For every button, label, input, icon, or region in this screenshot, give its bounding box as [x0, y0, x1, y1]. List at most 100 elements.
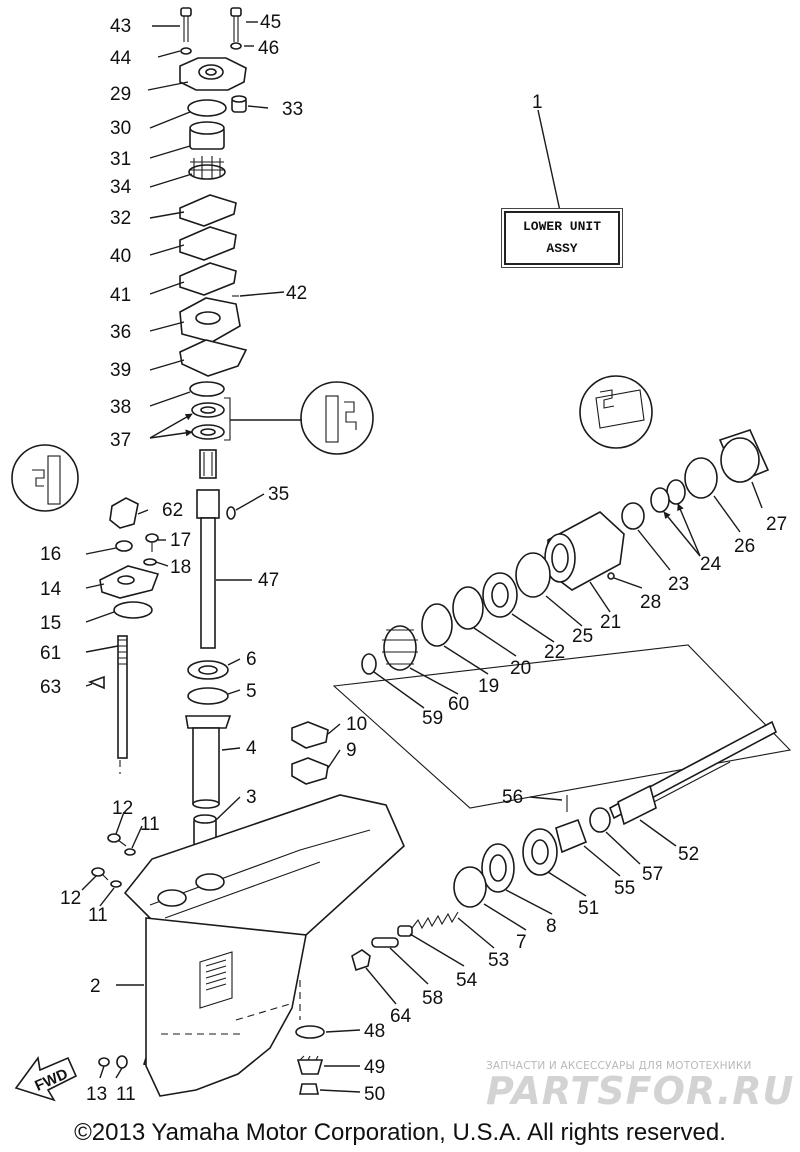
part-label-43: 43 [110, 16, 131, 37]
part-label-33: 33 [282, 99, 303, 120]
assy-box-line1: LOWER UNIT [522, 219, 601, 234]
shim-59-part [361, 653, 377, 675]
gasket-39-part [179, 339, 248, 377]
part-label-8: 8 [546, 916, 557, 937]
part-label-13: 13 [86, 1084, 107, 1105]
part-label-17: 17 [170, 530, 191, 551]
part-label-36: 36 [110, 322, 131, 343]
part-label-27: 27 [766, 514, 787, 535]
part-label-55: 55 [614, 878, 635, 899]
detail-circle-seal-orientation [11, 444, 79, 512]
pump-case-36-part [179, 297, 241, 343]
part-label-9: 9 [346, 740, 357, 761]
fwd-arrow-icon: FWD [14, 1055, 78, 1102]
part-label-22: 22 [544, 642, 565, 663]
part-label-16: 16 [40, 544, 61, 565]
propeller-shaft-group [332, 429, 792, 972]
bearing-8-part [481, 843, 515, 893]
part-label-64: 64 [390, 1006, 412, 1027]
part-label-20: 20 [510, 658, 531, 679]
part-label-48: 48 [364, 1021, 385, 1042]
bearing-22-part [482, 572, 518, 618]
clip-35-part [226, 506, 236, 520]
part-label-51: 51 [578, 898, 599, 919]
rod-holder-14-part [99, 565, 160, 599]
part-label-6: 6 [246, 649, 257, 670]
detail-circle-oil-seal-orientation [300, 381, 374, 455]
plate-30-part [187, 99, 227, 117]
drive-shaft-47-part [196, 449, 220, 649]
part-label-45: 45 [260, 12, 281, 33]
part-label-63: 63 [40, 677, 61, 698]
bolt-45-part [230, 7, 242, 42]
part-label-7: 7 [516, 932, 527, 953]
insert-cartridge-31-part [189, 121, 225, 150]
anodes-9-10-part [291, 721, 329, 785]
boot-62-part [109, 497, 139, 529]
circlip-26-part [684, 457, 718, 499]
part-number-labels: 43 45 44 46 29 33 30 31 34 32 40 41 42 3… [40, 12, 787, 1105]
shaft-assembly-frame [332, 644, 792, 809]
bearing-6-part [187, 660, 229, 680]
part-label-52: 52 [678, 844, 699, 865]
gasket-41-part [179, 262, 237, 296]
shift-rod-61-part [117, 635, 128, 759]
part-label-61: 61 [40, 643, 61, 664]
gasket-32-part [179, 194, 237, 227]
part-label-14: 14 [40, 579, 62, 600]
part-label-31: 31 [110, 149, 131, 170]
part-label-21: 21 [600, 612, 621, 633]
part-label-12-mid: 12 [60, 888, 81, 909]
part-label-62: 62 [162, 500, 183, 521]
part-label-47: 47 [258, 570, 279, 591]
part-label-37: 37 [110, 430, 131, 451]
bolt-43-part [180, 7, 192, 42]
cap-21-part [544, 511, 625, 591]
washer-18-part [143, 558, 157, 566]
shim-19-part [421, 603, 453, 647]
part-label-2: 2 [90, 976, 101, 997]
sleeve-4-part [185, 715, 232, 809]
o-ring-15-part [113, 601, 153, 619]
part-label-39: 39 [110, 360, 131, 381]
part-label-25: 25 [572, 626, 593, 647]
washer-44-part [180, 47, 192, 55]
part-label-30: 30 [110, 118, 131, 139]
clip-57-part [589, 807, 611, 833]
part-label-53: 53 [488, 950, 509, 971]
forward-gear-51-part [522, 828, 558, 876]
part-label-49: 49 [364, 1057, 385, 1078]
part-label-26: 26 [734, 536, 755, 557]
part-label-28: 28 [640, 592, 661, 613]
lower-case-2-part [123, 794, 405, 1097]
part-label-24: 24 [700, 554, 722, 575]
reverse-gear-60-part [382, 625, 418, 671]
lower-unit-assy-box: LOWER UNIT ASSY [504, 211, 620, 265]
part-label-54: 54 [456, 970, 478, 991]
part-label-59: 59 [422, 708, 443, 729]
part-label-11-top: 11 [140, 814, 160, 835]
pump-housing-29-part [179, 57, 247, 91]
shim-20-part [452, 586, 484, 630]
pin-28-part [607, 572, 615, 580]
washer-46-part [230, 42, 242, 50]
part-label-32: 32 [110, 208, 131, 229]
part-label-38: 38 [110, 397, 131, 418]
part-label-35: 35 [268, 484, 289, 505]
part-label-41: 41 [110, 285, 131, 306]
spring-53-part [397, 911, 459, 937]
part-label-29: 29 [110, 84, 131, 105]
part-label-11-bottom: 11 [116, 1084, 136, 1105]
outer-plate-40-part [179, 226, 237, 261]
part-label-50: 50 [364, 1084, 385, 1105]
leader-lines [81, 21, 763, 1093]
part-label-46: 46 [258, 38, 279, 59]
shim-5-part [187, 687, 229, 705]
part-label-19: 19 [478, 676, 499, 697]
part-label-23: 23 [668, 574, 689, 595]
o-ring-38-part [189, 381, 225, 397]
part-label-42: 42 [286, 283, 307, 304]
pinion-48-50-part [295, 1025, 325, 1095]
clip-63-part [87, 675, 105, 690]
